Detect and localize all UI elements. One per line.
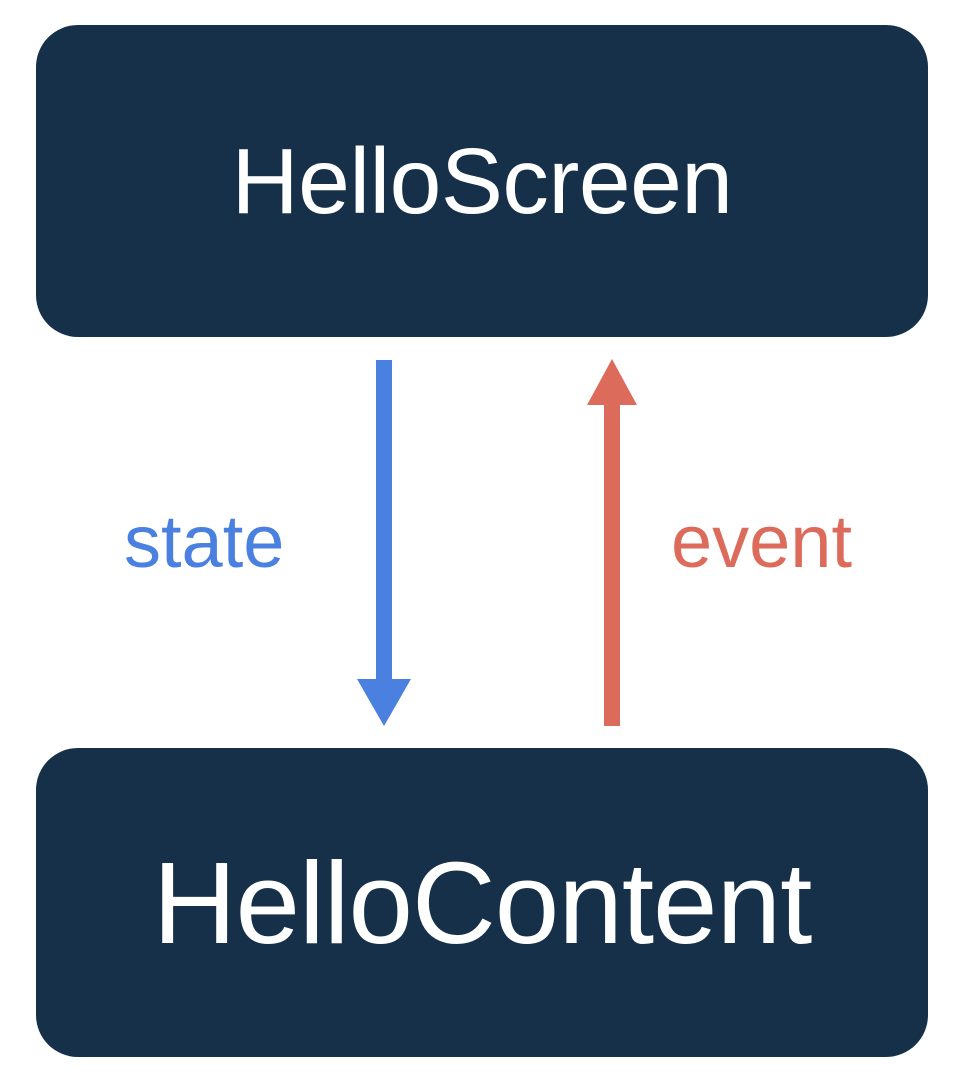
- state-arrow-shaft: [376, 360, 392, 679]
- node-hello-content[interactable]: HelloContent: [36, 748, 928, 1057]
- node-hello-content-label: HelloContent: [152, 837, 813, 968]
- node-hello-screen[interactable]: HelloScreen: [36, 25, 928, 337]
- state-arrow: [357, 360, 411, 726]
- event-arrow: [587, 359, 637, 726]
- node-hello-screen-label: HelloScreen: [231, 128, 733, 233]
- event-arrow-head: [587, 359, 637, 405]
- event-arrow-shaft: [604, 405, 620, 726]
- edge-label-state: state: [124, 500, 285, 583]
- edge-label-event: event: [671, 500, 853, 583]
- state-arrow-head: [357, 679, 411, 726]
